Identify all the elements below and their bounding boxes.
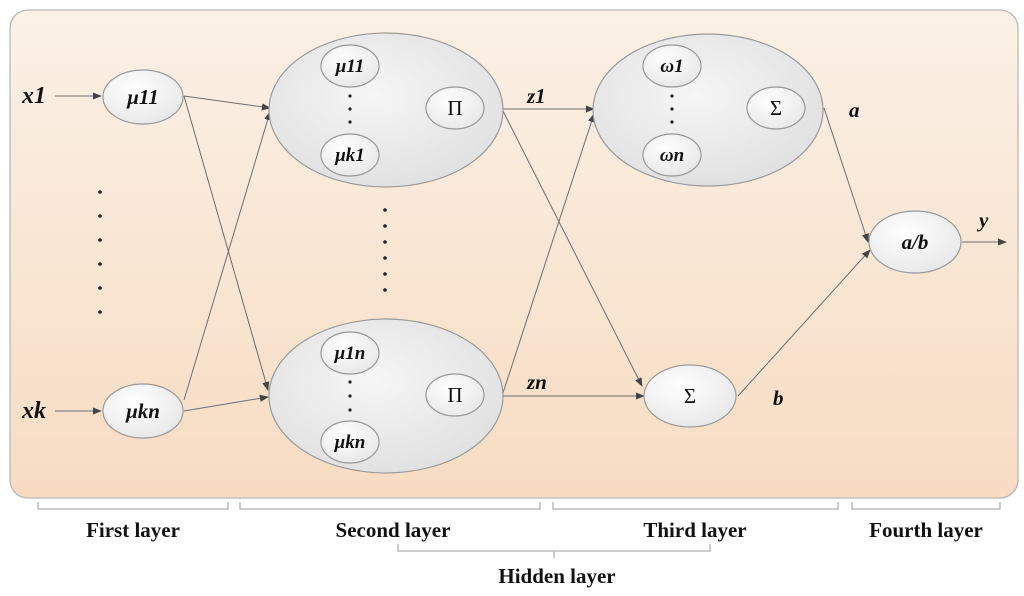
fourth-layer-node-label: a/b [902, 230, 929, 254]
second-layer-group-bottom: μ1n μkn Π [268, 318, 504, 474]
first-layer-node-bottom: μkn [102, 383, 184, 439]
third-layer-top-sum-label: Σ [770, 96, 782, 120]
third-layer-bottom-sum-label: Σ [684, 384, 696, 408]
input-xk-label: xk [21, 398, 46, 424]
third-layer-caption: Third layer [643, 518, 746, 542]
first-layer-ellipsis [98, 190, 102, 314]
layer-brackets [37, 502, 1001, 558]
second-layer-bottom-ellipsis [348, 380, 352, 412]
hidden-layer-caption: Hidden layer [498, 564, 615, 588]
fourth-layer-node: a/b [868, 210, 962, 274]
second-layer-top-mu1-label: μ11 [335, 56, 365, 77]
second-layer-bottom-mu1-label: μ1n [334, 343, 366, 364]
second-layer-top-product-label: Π [447, 96, 462, 120]
first-layer-node-top: μ11 [102, 69, 184, 125]
first-layer-node-bottom-label: μkn [125, 399, 160, 423]
second-layer-bottom-product-label: Π [447, 383, 462, 407]
edge-label-zn: zn [526, 370, 547, 394]
first-layer-caption: First layer [86, 518, 180, 542]
edge-label-z1: z1 [526, 84, 546, 108]
third-layer-top-wn-label: ωn [660, 145, 684, 166]
third-layer-group-top: ω1 ωn Σ [592, 33, 824, 187]
input-x1-label: x1 [21, 83, 46, 109]
fourth-layer-caption: Fourth layer [869, 518, 983, 542]
second-layer-bottom-mu2-label: μkn [334, 432, 366, 453]
third-layer-top-w1-label: ω1 [660, 56, 683, 77]
first-layer-node-top-label: μ11 [126, 85, 159, 109]
third-layer-node-bottom: Σ [643, 364, 737, 428]
third-layer-top-ellipsis [670, 94, 674, 124]
second-layer-group-top: μ11 μk1 Π [268, 32, 504, 188]
edge-label-b: b [773, 386, 784, 410]
output-y-label: y [976, 208, 989, 232]
edge-label-a: a [849, 98, 860, 122]
second-layer-caption: Second layer [336, 518, 451, 542]
second-layer-top-mu2-label: μk1 [334, 145, 365, 166]
second-layer-top-ellipsis [348, 94, 352, 124]
second-layer-middle-ellipsis [383, 208, 387, 292]
